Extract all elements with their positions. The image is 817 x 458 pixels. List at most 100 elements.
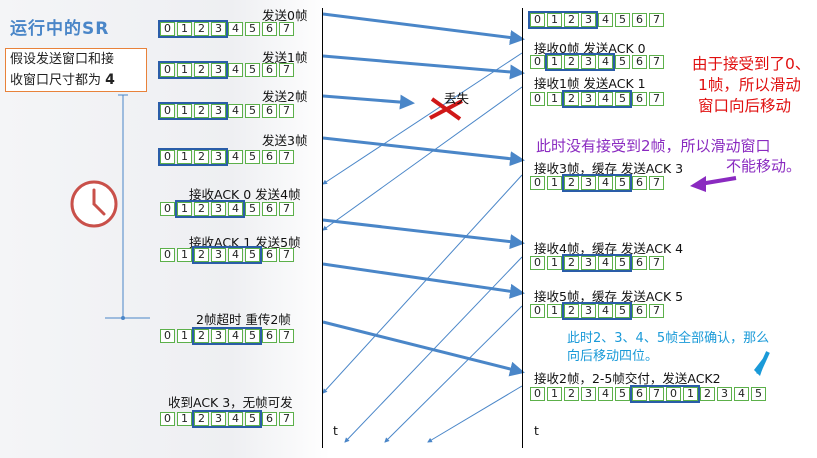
seq-cell: 7: [649, 55, 664, 69]
sender-window-6-frame: [192, 327, 262, 345]
seq-cell: 0: [530, 387, 545, 401]
receiver-window-1-frame: [562, 90, 632, 108]
seq-cell: 0: [530, 55, 545, 69]
window-size-note: 假设发送窗口和接 收窗口尺寸都为 4: [5, 48, 147, 92]
seq-cell: 2: [194, 412, 209, 426]
seq-cell: 6: [632, 55, 647, 69]
seq-cell: 1: [547, 176, 562, 190]
lost-cross-icon: [429, 97, 463, 121]
seq-cell: 3: [581, 256, 596, 270]
sender-label-2: 发送2帧: [262, 89, 308, 104]
seq-cell: 1: [177, 202, 192, 216]
seq-cell: 1: [177, 63, 192, 77]
sender-label-0: 发送0帧: [262, 8, 308, 23]
seq-cell: 2: [194, 150, 209, 164]
seq-cell: 4: [598, 92, 613, 106]
seq-cell: 3: [581, 176, 596, 190]
red-note: 由于接受到了0、 1帧，所以滑动 窗口向后移动: [692, 54, 810, 117]
blue-pointer-icon: [754, 351, 770, 376]
note-line-2-text: 收窗口尺寸都为: [10, 73, 102, 88]
seq-cell: 6: [632, 176, 647, 190]
seq-cell: 5: [245, 202, 260, 216]
frame-2-arrow: [322, 94, 415, 110]
receiver-timeline: [522, 8, 523, 448]
sender-window-0-frame: [158, 20, 228, 38]
note-line-2: 收窗口尺寸都为 4: [10, 70, 142, 91]
seq-cell: 0: [160, 329, 175, 343]
receiver-label-1: 接收1帧 发送ACK 1: [534, 76, 646, 91]
sender-window-7-frame: [192, 410, 262, 428]
seq-cell: 4: [598, 55, 613, 69]
receiver-label-0: 接收0帧 发送ACK 0: [534, 41, 646, 56]
seq-cell: 0: [530, 13, 545, 27]
seq-cell: 7: [279, 202, 294, 216]
sender-window-3-frame: [158, 148, 228, 166]
seq-cell: 4: [598, 176, 613, 190]
seq-cell: 6: [632, 256, 647, 270]
seq-cell: 5: [245, 63, 260, 77]
seq-cell: 0: [160, 202, 175, 216]
seq-cell: 1: [177, 104, 192, 118]
seq-cell: 2: [194, 104, 209, 118]
seq-cell: 6: [262, 202, 277, 216]
seq-cell: 1: [177, 248, 192, 262]
seq-cell: 1: [547, 304, 562, 318]
seq-cell: 4: [228, 202, 243, 216]
seq-cell: 7: [279, 329, 294, 343]
sender-window-1-frame: [158, 61, 228, 79]
seq-cell: 1: [177, 329, 192, 343]
sender-label-3: 发送3帧: [262, 133, 308, 148]
receiver-label-5: 接收5帧，缓存 发送ACK 5: [534, 289, 684, 304]
seq-cell: 2: [194, 329, 209, 343]
seq-cell: 6: [262, 63, 277, 77]
sender-label-7: 收到ACK 3，无帧可发: [168, 395, 293, 410]
seq-cell: 0: [160, 412, 175, 426]
note-line-1: 假设发送窗口和接: [10, 52, 115, 67]
seq-cell: 3: [211, 248, 226, 262]
seq-cell: 3: [211, 150, 226, 164]
receiver-label-4: 接收4帧，缓存 发送ACK 4: [534, 241, 684, 256]
seq-cell: 5: [245, 22, 260, 36]
seq-cell: 3: [211, 329, 226, 343]
ack-1-arrow: [322, 86, 523, 231]
seq-cell: 0: [530, 256, 545, 270]
sender-label-6: 2帧超时 重传2帧: [196, 312, 291, 327]
seq-cell: 7: [649, 304, 664, 318]
frame-0-arrow: [322, 12, 525, 45]
ack-0-arrow: [322, 52, 523, 185]
seq-cell: 4: [228, 104, 243, 118]
receiver-window-2-frame: [630, 385, 700, 403]
seq-cell: 5: [751, 387, 766, 401]
seq-cell: 4: [734, 387, 749, 401]
seq-cell: 6: [262, 412, 277, 426]
seq-cell: 6: [632, 13, 647, 27]
diagram-title: 运行中的SR: [10, 19, 110, 39]
seq-cell: 5: [615, 176, 630, 190]
seq-cell: 3: [717, 387, 732, 401]
seq-cell: 7: [279, 150, 294, 164]
seq-cell: 7: [649, 92, 664, 106]
lost-label: 丢失: [444, 91, 470, 106]
sender-label-4: 接收ACK 0 发送4帧: [189, 187, 301, 202]
clock-icon: [70, 180, 118, 228]
sender-window-5-frame: [192, 246, 262, 264]
ack-5-arrow: [384, 305, 523, 443]
seq-cell: 1: [547, 55, 562, 69]
receiver-window-0-frame: [545, 53, 615, 71]
seq-cell: 2: [194, 202, 209, 216]
timeline-bracket: [105, 94, 150, 320]
red-note-line-1: 由于接受到了0、: [692, 55, 811, 73]
window-size-value: 4: [105, 72, 115, 88]
receiver-window-initial-frame: [528, 11, 598, 29]
receiver-window-4-frame: [562, 254, 632, 272]
seq-cell: 1: [547, 256, 562, 270]
